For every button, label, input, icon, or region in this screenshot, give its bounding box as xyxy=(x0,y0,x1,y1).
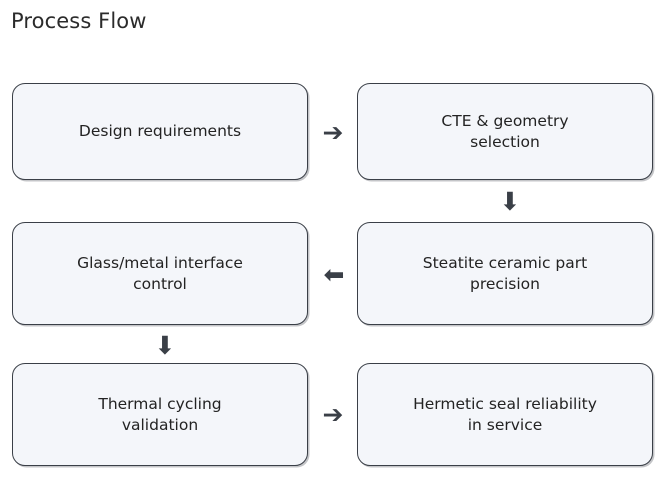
arrow-right-icon: ➔ xyxy=(322,399,344,429)
flow-node-label: Steatite ceramic part precision xyxy=(422,253,588,293)
arrow-right-icon: ➔ xyxy=(322,117,344,147)
flow-node-label: Design requirements xyxy=(78,122,242,140)
flow-node-cte-geometry-selection[interactable]: CTE & geometry selection xyxy=(357,83,653,180)
flow-node-hermetic-seal-reliability[interactable]: Hermetic seal reliability in service xyxy=(357,363,653,466)
flow-node-label: CTE & geometry selection xyxy=(441,111,569,151)
flow-node-design-requirements[interactable]: Design requirements xyxy=(12,83,308,180)
flow-node-label: Thermal cycling validation xyxy=(98,394,222,434)
page-title: Process Flow xyxy=(11,9,147,33)
arrow-down-icon: ⬇ xyxy=(154,330,176,360)
arrow-down-icon: ⬇ xyxy=(499,186,521,216)
flow-node-glass-metal-interface[interactable]: Glass/metal interface control xyxy=(12,222,308,325)
flow-node-label: Glass/metal interface control xyxy=(77,253,243,293)
arrow-left-icon: ⬅ xyxy=(323,259,345,289)
flow-node-label: Hermetic seal reliability in service xyxy=(413,394,597,434)
flow-node-thermal-cycling-validation[interactable]: Thermal cycling validation xyxy=(12,363,308,466)
flow-node-steatite-ceramic-part[interactable]: Steatite ceramic part precision xyxy=(357,222,653,325)
